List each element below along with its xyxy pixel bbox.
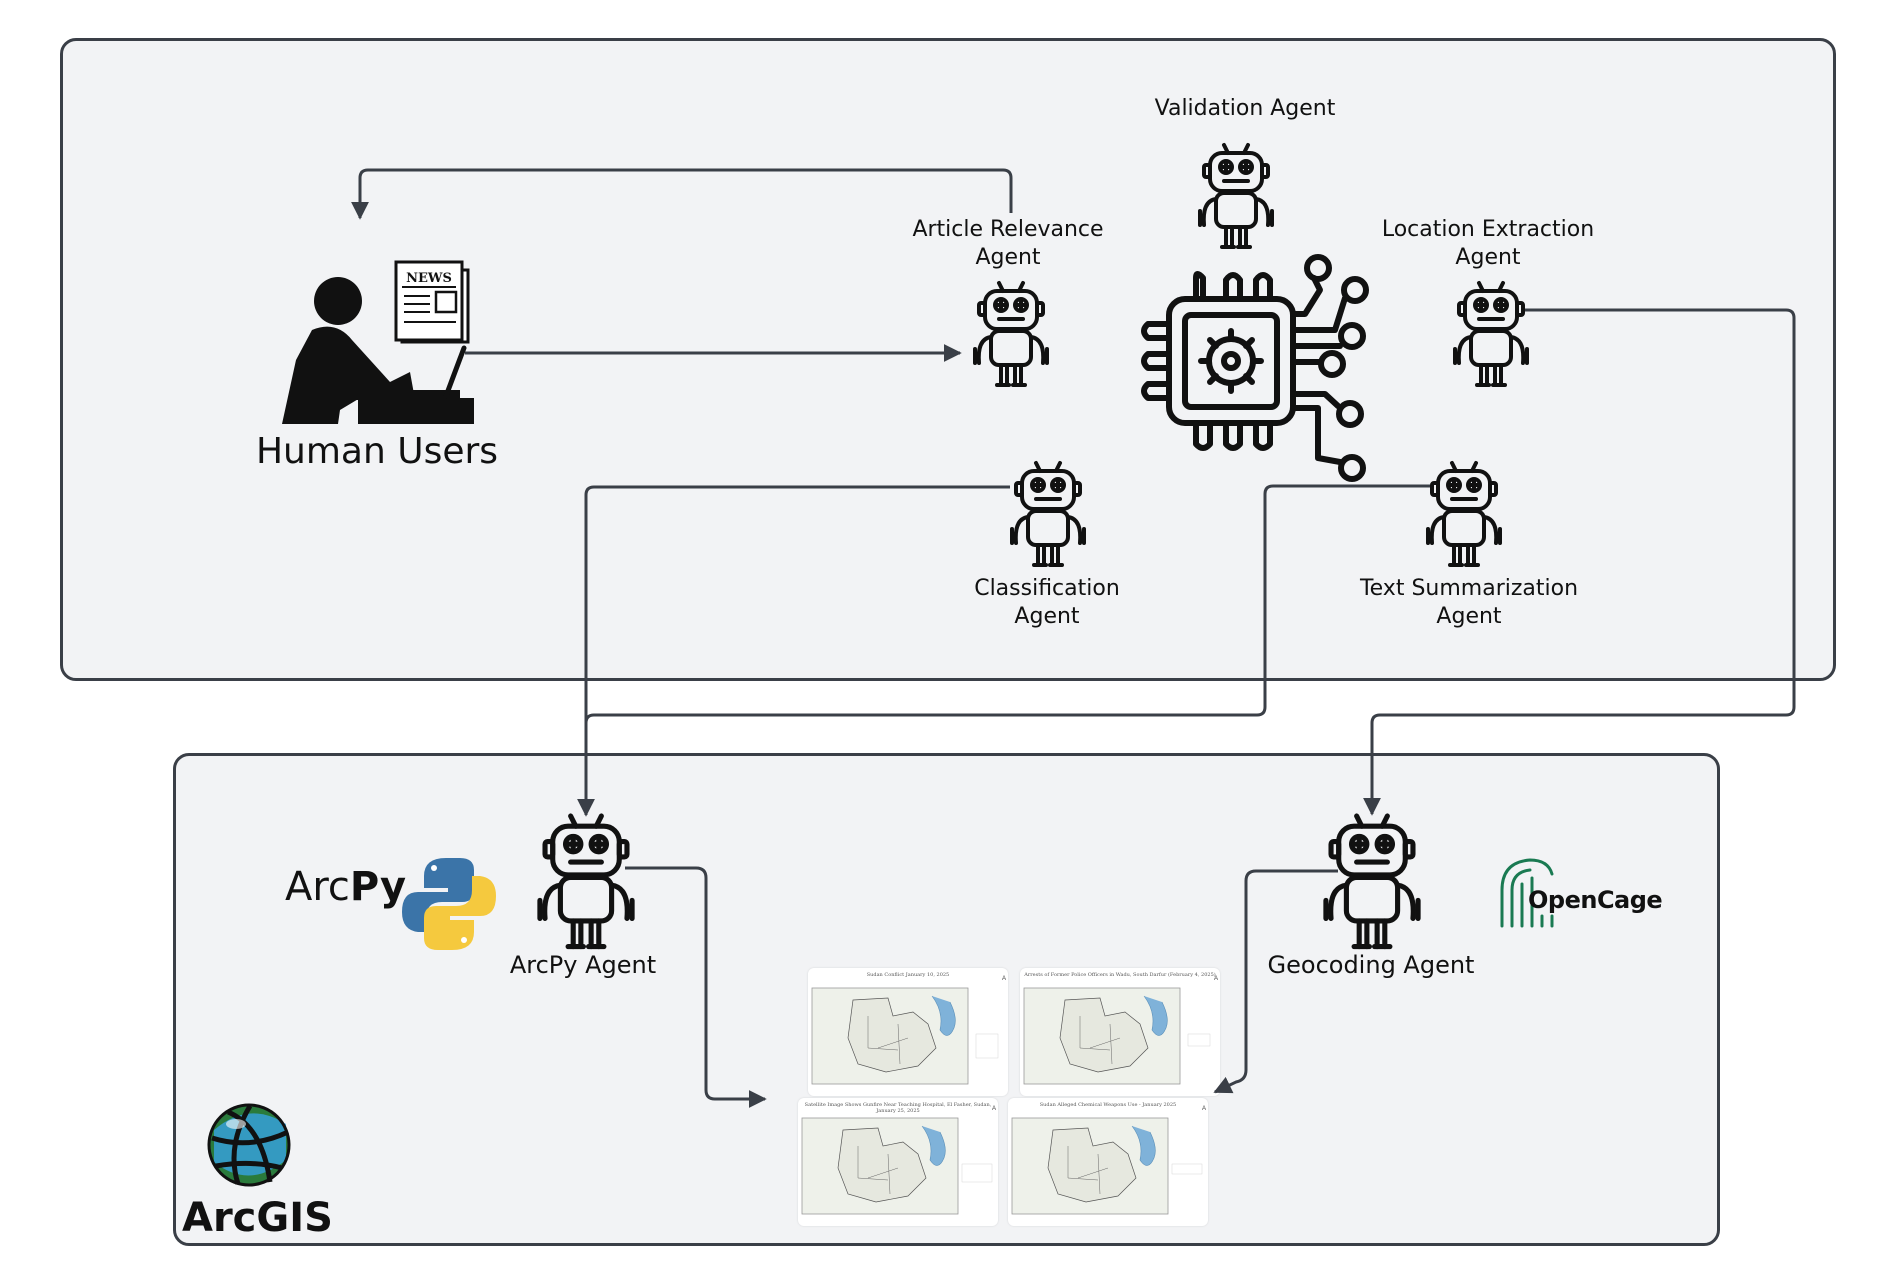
map-title: Arrests of Former Police Officers in Wad…	[1024, 972, 1216, 978]
text-summarization-agent-label-line1: Text Summarization	[1359, 576, 1579, 601]
opencage-logo-icon	[1500, 858, 1554, 928]
geocoding-agent-robot-icon	[1326, 816, 1418, 947]
location-extraction-agent-label-line2: Agent	[1455, 245, 1521, 270]
classification-agent-label-line2: Agent	[1014, 604, 1080, 629]
classification-agent-label-line1: Classification	[974, 576, 1120, 601]
newspaper-icon: NEWS	[394, 260, 470, 344]
validation-agent-label: Validation Agent	[1154, 96, 1336, 121]
map-thumbnail: Satellite Image Shows Gunfire Near Teach…	[798, 1098, 998, 1226]
opencage-logo-text: OpenCage	[1528, 886, 1663, 914]
map-image: A	[801, 1106, 996, 1215]
map-image: A	[1011, 1106, 1206, 1215]
human-user-icon	[282, 277, 474, 424]
validation-agent-robot-icon	[1198, 143, 1274, 249]
connector-classification-to-arcpy	[577, 485, 1010, 817]
arcpy-logo-text: ArcPy	[285, 864, 406, 910]
arcpy-logo-suffix: Py	[349, 864, 407, 910]
article-relevance-agent-label-line2: Agent	[975, 245, 1041, 270]
connector-article-to-users	[351, 168, 1013, 220]
arcpy-agent-robot-icon	[540, 816, 632, 947]
map-title: Sudan Alleged Chemical Weapons Use - Jan…	[1039, 1102, 1177, 1108]
text-summarization-agent-label: Text Summarization Agent	[1360, 575, 1578, 631]
arcgis-logo-text: ArcGIS	[182, 1195, 333, 1241]
map-thumbnail: Sudan Conflict January 10, 2025 A	[808, 968, 1008, 1096]
location-extraction-agent-label-line1: Location Extraction	[1381, 217, 1595, 242]
arcpy-agent-label: ArcPy Agent	[509, 951, 657, 979]
connector-summarization-to-arcpy	[584, 484, 1430, 724]
human-users-label: Human Users	[255, 431, 499, 472]
arcgis-globe-icon	[207, 1103, 291, 1187]
article-relevance-agent-label-line1: Article Relevance	[912, 217, 1104, 242]
location-extraction-agent-robot-icon	[1453, 281, 1529, 387]
map-image: A	[811, 976, 1006, 1085]
map-title: Satellite Image Shows Gunfire Near Teach…	[804, 1102, 992, 1114]
newspaper-title: NEWS	[406, 271, 452, 286]
connector-geocoding-to-maps	[1213, 869, 1338, 1094]
map-thumbnail: Arrests of Former Police Officers in Wad…	[1020, 968, 1220, 1096]
classification-agent-label: Classification Agent	[974, 575, 1120, 631]
location-extraction-agent-label: Location Extraction Agent	[1382, 216, 1594, 272]
map-title: Sudan Conflict January 10, 2025	[866, 972, 950, 978]
geocoding-agent-label: Geocoding Agent	[1267, 951, 1475, 979]
python-logo-icon	[402, 858, 496, 950]
classification-agent-robot-icon	[1010, 461, 1086, 567]
svg-text:A: A	[992, 1106, 996, 1112]
connector-location-to-geocoding	[1363, 308, 1796, 816]
svg-text:A: A	[1002, 976, 1006, 982]
svg-text:A: A	[1202, 1106, 1206, 1112]
article-relevance-agent-label: Article Relevance Agent	[912, 216, 1103, 272]
arcpy-logo-prefix: Arc	[285, 864, 350, 910]
svg-text:A: A	[1214, 976, 1218, 982]
text-summarization-agent-robot-icon	[1426, 461, 1502, 567]
map-thumbnail: Sudan Alleged Chemical Weapons Use - Jan…	[1008, 1098, 1208, 1226]
map-image: A	[1023, 976, 1218, 1085]
text-summarization-agent-label-line2: Agent	[1436, 604, 1502, 629]
connector-arcpy-to-maps	[625, 866, 767, 1108]
ai-chip-icon	[1141, 254, 1369, 482]
article-relevance-agent-robot-icon	[973, 281, 1049, 387]
